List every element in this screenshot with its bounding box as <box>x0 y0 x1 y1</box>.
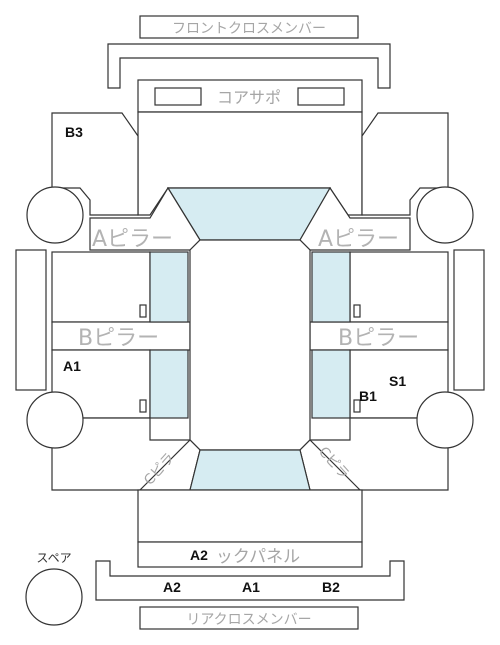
rear-cross-member-label: リアクロスメンバー <box>186 612 311 628</box>
rear-cross-member[interactable] <box>95 560 405 601</box>
spare-tire[interactable] <box>25 568 83 626</box>
front-left-door[interactable] <box>51 251 151 323</box>
front-right-door-handle[interactable] <box>353 304 361 318</box>
left-side-step[interactable] <box>15 249 47 391</box>
headlight-right[interactable] <box>297 87 345 106</box>
front-right-window[interactable] <box>311 251 351 323</box>
rear-right-door-handle[interactable] <box>353 399 361 413</box>
mark-rear-right-door-s: S1 <box>389 373 406 389</box>
right-side-step[interactable] <box>453 249 485 391</box>
rear-right-wheel[interactable] <box>416 391 474 449</box>
spare-label: スペア <box>36 551 71 565</box>
back-panel-label: ックパネル <box>216 547 300 567</box>
rear-left-door-handle[interactable] <box>139 399 147 413</box>
rear-cross-member-label-box[interactable] <box>139 606 359 630</box>
roof[interactable] <box>189 239 311 451</box>
front-left-window[interactable] <box>149 251 189 323</box>
core-support-label: コアサポ <box>217 88 281 107</box>
front-cross-member-label-box[interactable] <box>139 15 359 39</box>
mark-rear-right-door-b: B1 <box>359 388 377 404</box>
rear-right-window[interactable] <box>311 349 351 419</box>
front-cross-member[interactable] <box>107 43 391 89</box>
a-pillar-left-label: Aピラー <box>92 227 173 252</box>
back-panel[interactable] <box>137 541 363 568</box>
mark-rear-left-door: A1 <box>63 358 81 374</box>
headlight-left[interactable] <box>154 87 202 106</box>
mark-rear-member-right: B2 <box>322 579 340 595</box>
mark-rear-member-left: A2 <box>163 579 181 595</box>
mark-rear-member-center: A1 <box>242 579 260 595</box>
front-right-wheel[interactable] <box>416 186 474 244</box>
b-pillar-left-label: Bピラー <box>78 326 159 351</box>
front-cross-member-label: フロントクロスメンバー <box>172 21 326 37</box>
front-left-door-handle[interactable] <box>139 304 147 318</box>
b-pillar-left[interactable] <box>51 321 191 351</box>
a-pillar-right-label: Aピラー <box>318 227 399 252</box>
front-left-wheel[interactable] <box>26 186 84 244</box>
trunk[interactable] <box>137 489 363 543</box>
b-pillar-right-label: Bピラー <box>338 326 419 351</box>
mark-front-left-fender: B3 <box>65 124 83 140</box>
front-right-door[interactable] <box>349 251 449 323</box>
mark-back-panel: A2 <box>190 547 208 563</box>
rear-left-wheel[interactable] <box>26 391 84 449</box>
rear-left-window[interactable] <box>149 349 189 419</box>
rear-window[interactable] <box>189 449 311 491</box>
